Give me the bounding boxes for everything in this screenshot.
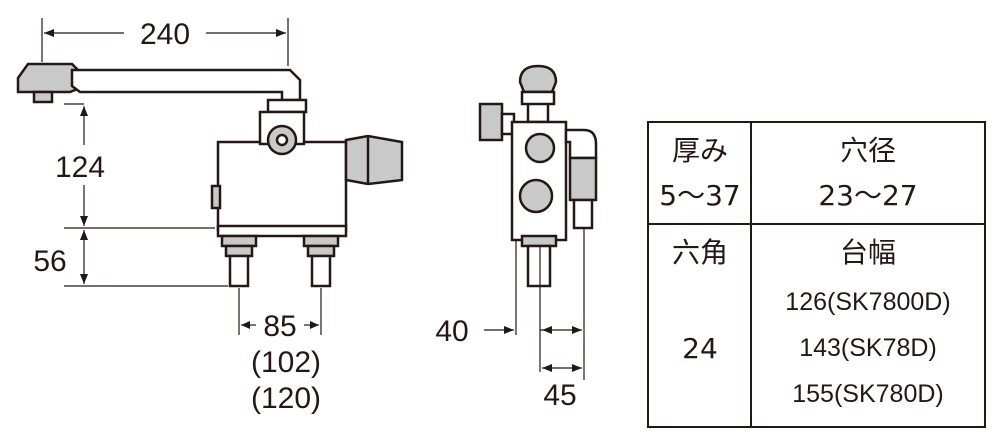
header-hex: 六角 <box>672 236 728 269</box>
spout <box>16 62 308 114</box>
side-view: 40 45 <box>435 64 598 412</box>
base-width-row: 143(SK78D) <box>799 334 937 362</box>
header-thickness: 厚み <box>672 134 728 167</box>
value-hole: 23～27 <box>818 179 917 212</box>
side-body <box>478 64 598 288</box>
dim-spout-height: 124 <box>55 151 105 184</box>
dim-depth-b: 45 <box>543 379 576 412</box>
header-base: 台幅 <box>840 236 896 269</box>
dim-pitch-alt2: (120) <box>251 382 321 415</box>
dim-depth-a: 40 <box>435 315 468 348</box>
dim-pitch-alt1: (102) <box>251 346 321 379</box>
dim-40-45: 40 45 <box>435 228 585 412</box>
base-width-row: 126(SK7800D) <box>785 288 950 316</box>
dim-body-height: 56 <box>33 245 66 278</box>
spec-table: 厚み 5～37 穴径 23～27 六角 24 台幅 126(SK7800D) 1… <box>647 121 986 428</box>
dim-pitch: 85 <box>263 310 296 343</box>
value-hex: 24 <box>682 332 718 365</box>
dim-spout-length: 240 <box>140 18 190 51</box>
front-view: 240 124 56 85 (102) <box>16 18 404 415</box>
mixer-body <box>210 110 404 238</box>
header-hole: 穴径 <box>840 134 896 167</box>
value-thickness: 5～37 <box>659 179 740 212</box>
dim-240: 240 <box>41 18 289 66</box>
dim-vertical: 124 56 <box>30 103 228 287</box>
mount-legs <box>220 234 340 288</box>
base-width-row: 155(SK780D) <box>792 380 943 408</box>
dim-85: 85 (102) (120) <box>238 288 322 415</box>
